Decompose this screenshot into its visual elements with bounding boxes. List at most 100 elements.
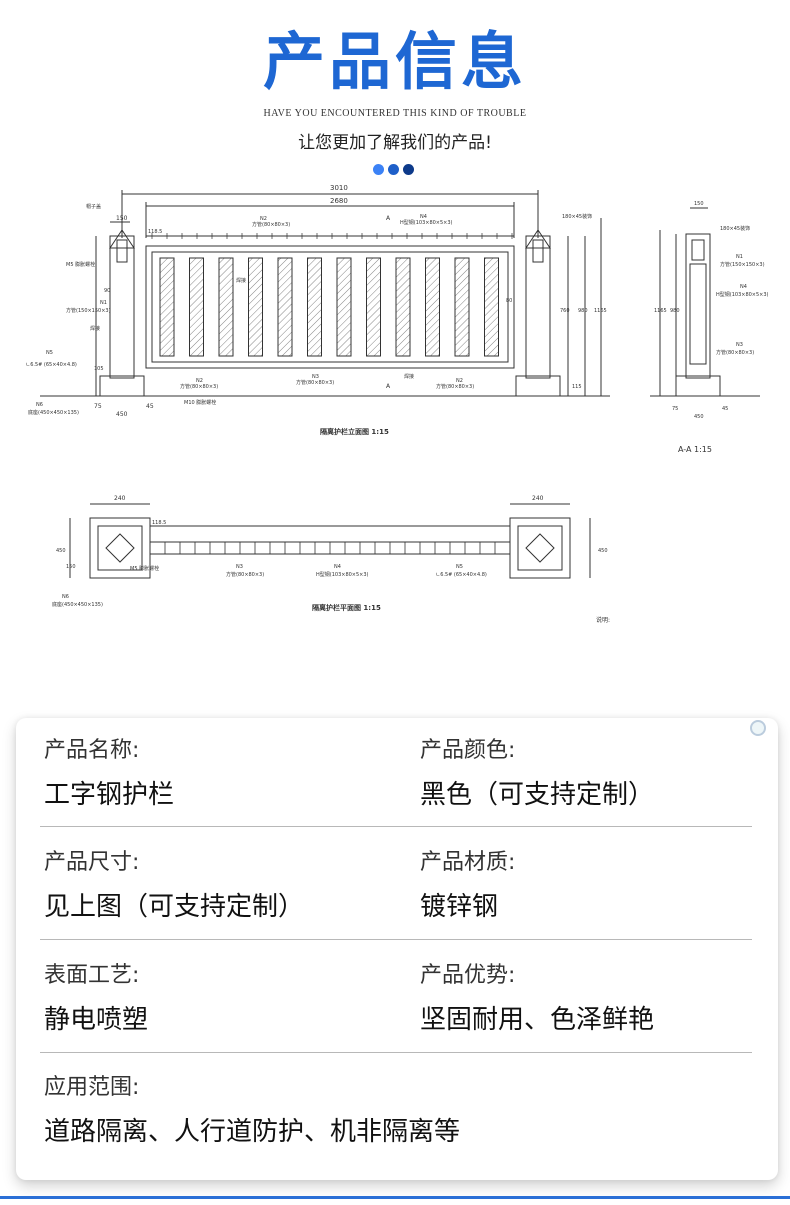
info-label: 产品颜色:	[420, 738, 516, 763]
label-tube-150: 方管(150×150×3)	[66, 307, 111, 314]
label-sec-cap: 180×45装饰	[562, 213, 592, 220]
label-plan-hsteel: H型钢(103×80×5×3)	[316, 571, 369, 578]
label-tube-80-right: 方管(80×80×3)	[436, 383, 474, 390]
info-value: 镀锌钢	[420, 892, 499, 922]
label-plan-n4: N4	[334, 564, 341, 570]
info-value: 见上图（可支持定制）	[44, 892, 305, 922]
dim-80: 80	[506, 298, 512, 304]
info-cell-material: 产品材质: 镀锌钢	[420, 848, 515, 924]
label-n2-bottom: N2	[196, 378, 203, 384]
info-value: 静电喷塑	[44, 1005, 149, 1035]
dim-sec-75: 75	[672, 406, 678, 412]
label-sec-hsteel: H型钢(103×80×5×3)	[716, 291, 769, 298]
page-description: 让您更加了解我们的产品!	[298, 133, 492, 153]
label-n4: N4	[420, 214, 427, 220]
fence-bar	[454, 257, 470, 357]
dim-total-width: 3010	[330, 184, 348, 192]
dim-panel-h: 980	[578, 308, 588, 314]
label-n1: N1	[100, 300, 107, 306]
label-tube-80-bottom: 方管(80×80×3)	[180, 383, 218, 390]
label-plan-n6: N6	[62, 594, 69, 600]
label-plan-n3: N3	[236, 564, 243, 570]
label-weld-3: 焊接	[236, 277, 246, 284]
label-n2-right: N2	[456, 378, 463, 384]
info-value: 道路隔离、人行道防护、机非隔离等	[44, 1117, 461, 1147]
label-sec-n1: N1	[736, 254, 743, 260]
dim-75: 75	[94, 403, 102, 410]
divider	[40, 1052, 752, 1053]
dim-edge: 118.5	[148, 229, 162, 235]
fence-bar	[395, 257, 411, 357]
dim-base-h: 105	[94, 366, 104, 372]
fence-bar	[218, 257, 234, 357]
info-value: 坚固耐用、色泽鲜艳	[420, 1005, 655, 1035]
label-m5: M5 膨胀螺栓	[66, 261, 95, 268]
fence-bar	[336, 257, 352, 357]
label-tube-80: 方管(80×80×3)	[252, 221, 290, 228]
info-cell-finish: 表面工艺: 静电喷塑	[44, 961, 148, 1037]
label-sec-cap-r: 180×45装饰	[720, 225, 750, 232]
label-sec-tube80: 方管(80×80×3)	[716, 349, 754, 356]
label-sec-tube: 方管(150×150×3)	[720, 261, 765, 268]
fence-bar	[425, 257, 440, 357]
label-weld-2: 焊接	[404, 373, 414, 380]
label-n3: N3	[312, 374, 319, 380]
fence-bar	[307, 257, 322, 357]
label-sec-n3: N3	[736, 342, 743, 348]
info-label: 产品尺寸:	[44, 850, 140, 875]
dim-sec-base: 450	[694, 414, 704, 420]
label-n2: N2	[260, 216, 267, 222]
info-label: 表面工艺:	[44, 963, 140, 988]
label-tube-80-n3: 方管(80×80×3)	[296, 379, 334, 386]
fence-bar	[159, 257, 175, 357]
info-cell-size: 产品尺寸: 见上图（可支持定制）	[44, 848, 304, 924]
label-sec-n4: N4	[740, 284, 747, 290]
label-plan-tube80: 方管(80×80×3)	[226, 571, 264, 578]
label-angle: ∟6.5# (65×40×4.8)	[26, 362, 77, 368]
section-caption: A-A 1:15	[678, 445, 712, 454]
info-value: 工字钢护栏	[44, 780, 175, 810]
dim-plan-450-right: 450	[598, 548, 608, 554]
info-label: 产品优势:	[420, 963, 516, 988]
dim-total-h: 1165	[594, 308, 607, 314]
fence-bar	[189, 257, 204, 357]
product-info-card: 产品名称: 工字钢护栏 产品颜色: 黑色（可支持定制） 产品尺寸: 见上图（可支…	[16, 718, 778, 1180]
plan-caption: 隔离护栏平面图 1:15	[312, 603, 381, 612]
dim-90: 90	[104, 288, 110, 294]
dim-plan-240-left: 240	[114, 495, 126, 502]
page-title: 产品信息	[262, 25, 527, 98]
label-plan-n5: N5	[456, 564, 463, 570]
elevation-caption: 隔离护栏立面图 1:15	[320, 427, 389, 436]
header: 产品信息 HAVE YOU ENCOUNTERED THIS KIND OF T…	[0, 0, 790, 185]
info-cell-name: 产品名称: 工字钢护栏	[44, 736, 174, 812]
label-m10: M10 膨胀螺栓	[184, 399, 216, 406]
label-plan-angle: ∟6.5# (65×40×4.8)	[436, 572, 487, 578]
info-label: 产品名称:	[44, 738, 140, 763]
bottom-accent-line	[0, 1196, 790, 1199]
page-subtitle: HAVE YOU ENCOUNTERED THIS KIND OF TROUBL…	[263, 108, 527, 119]
cad-drawing: 3010 2680 150 118.5 N2 方管(80×80×3) N4 H型…	[26, 184, 769, 624]
info-cell-color: 产品颜色: 黑色（可支持定制）	[420, 736, 654, 812]
decorative-dots	[373, 164, 414, 175]
pin-icon	[750, 720, 766, 736]
info-label: 产品材质:	[420, 850, 516, 875]
dim-115: 115	[572, 384, 582, 390]
dim-plan-450-left: 450	[56, 548, 66, 554]
dot-icon	[373, 164, 384, 175]
divider	[40, 826, 752, 827]
label-cap: 帽子盖	[86, 203, 101, 210]
label-plan-base: 底座(450×450×135)	[52, 601, 103, 608]
label-n6: N6	[36, 402, 43, 408]
fence-bar	[277, 257, 293, 357]
dim-bar-h: 760	[560, 308, 570, 314]
info-cell-application: 应用范围: 道路隔离、人行道防护、机非隔离等	[44, 1073, 460, 1149]
fence-bar	[366, 257, 381, 357]
dim-post-width: 150	[116, 215, 128, 222]
info-value: 黑色（可支持定制）	[420, 780, 655, 810]
label-a-bottom: A	[386, 383, 391, 390]
label-weld: 焊接	[90, 325, 100, 332]
note-label: 说明:	[596, 616, 610, 624]
dim-sec-panel: 980	[670, 308, 680, 314]
label-a-top: A	[386, 215, 391, 222]
label-base: 底座(450×450×135)	[28, 409, 79, 416]
